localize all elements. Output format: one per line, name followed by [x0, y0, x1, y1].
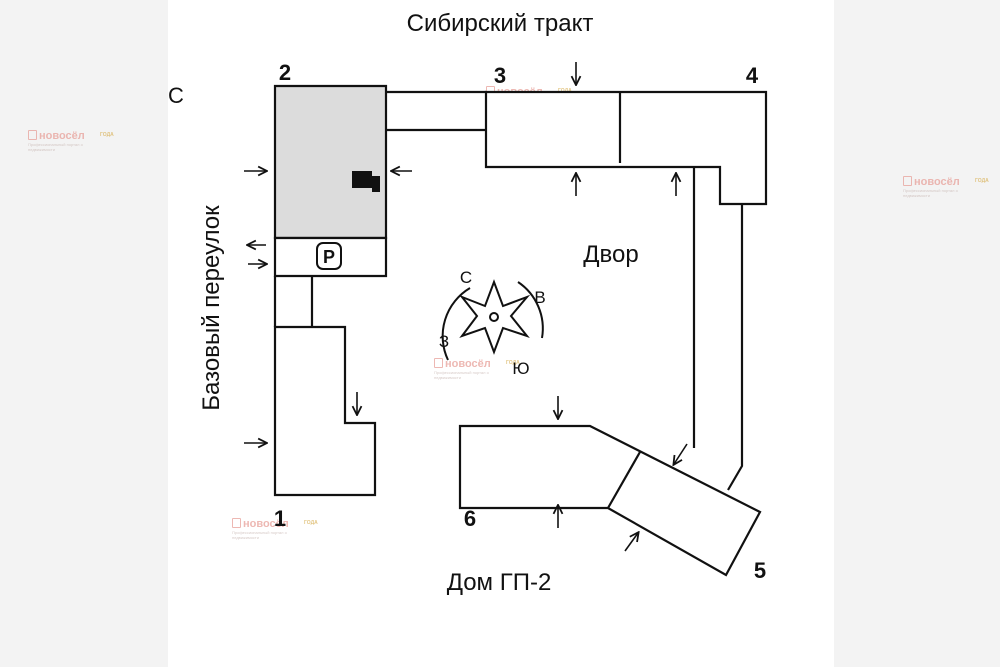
section-number-2: 2	[279, 60, 291, 85]
parking-icon	[316, 242, 342, 270]
arrow-icon	[624, 533, 638, 552]
side-street-label: Базовый переулок	[198, 205, 225, 411]
watermark-tagline: Профессиональный портал о недвижимости	[903, 188, 958, 198]
parking-label: P	[323, 247, 335, 267]
watermark-brand: новосёл	[445, 358, 491, 370]
watermark-logo: новосёл Профессиональный портал о недвиж…	[903, 176, 989, 198]
left-margin	[0, 0, 168, 667]
compass-north: С	[460, 268, 472, 287]
edge-letter: С	[168, 83, 184, 108]
watermark-badge: ГОДА	[506, 360, 520, 366]
building-5-6	[458, 424, 762, 577]
house-icon	[434, 358, 443, 368]
top-street-label: Сибирский тракт	[407, 10, 594, 37]
watermark-badge: ГОДА	[975, 178, 989, 184]
house-icon	[232, 518, 241, 528]
watermark-brand: новосёл	[914, 176, 960, 188]
compass-south: Ю	[512, 359, 529, 378]
arrow-icon	[674, 443, 688, 464]
building-2: P	[273, 84, 388, 278]
section-number-1: 1	[274, 506, 286, 531]
connector-2-3	[386, 90, 486, 132]
compass-rose: С В Ю З	[439, 268, 546, 378]
right-margin	[834, 0, 1000, 667]
compass-west: З	[439, 332, 449, 351]
section-number-5: 5	[754, 558, 766, 583]
compass-east: В	[534, 288, 545, 307]
connector-2-1	[273, 276, 314, 327]
section-number-4: 4	[746, 63, 759, 88]
watermark-badge: ГОДА	[304, 520, 318, 526]
watermark-logo: новосёл Профессиональный портал о недвиж…	[28, 130, 114, 152]
building-3-4	[484, 90, 768, 206]
section-divider-5-6	[607, 451, 641, 509]
compass-center	[489, 312, 499, 322]
compass-arc	[441, 287, 471, 361]
bottom-house-label: Дом ГП-2	[447, 569, 552, 596]
house-icon	[28, 130, 37, 140]
watermark-badge: ГОДА	[100, 132, 114, 138]
entrance-marker	[352, 171, 380, 192]
watermark-brand: новосёл	[39, 130, 85, 142]
watermark-tagline: Профессиональный портал о недвижимости	[28, 142, 83, 152]
watermark-brand: новосёл	[243, 518, 289, 530]
building-1	[273, 325, 377, 497]
building-2-shaded-block	[273, 84, 388, 240]
watermark-logo: новосёл Профессиональный портал о недвиж…	[434, 358, 520, 380]
compass-arc	[517, 281, 544, 339]
section-number-6: 6	[464, 506, 476, 531]
yard-label: Двор	[583, 241, 638, 268]
entry-arrows	[244, 62, 688, 552]
building-4-wing	[692, 167, 744, 491]
house-icon	[903, 176, 912, 186]
watermark-tagline: Профессиональный портал о недвижимости	[434, 370, 489, 380]
watermark-tagline: Профессиональный портал о недвижимости	[232, 530, 287, 540]
section-number-3: 3	[494, 63, 506, 88]
watermark-logo: новосёл Профессиональный портал о недвиж…	[232, 518, 318, 540]
